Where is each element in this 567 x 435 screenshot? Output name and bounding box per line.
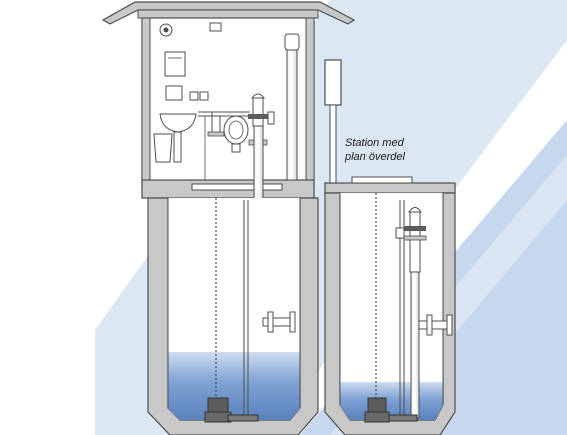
- control-cabinet: [164, 51, 186, 77]
- station-caption: Station med plan överdel: [345, 136, 485, 164]
- right-well: [324, 192, 456, 435]
- right-outlet-flange: [418, 314, 453, 336]
- ventilation-pipe: [284, 33, 300, 181]
- left-pump: [204, 397, 259, 423]
- right-well-water: [340, 382, 443, 420]
- right-pressure-pipe: [410, 271, 420, 419]
- left-well: [147, 197, 319, 435]
- left-well-water: [168, 352, 300, 420]
- washbasin: [159, 111, 250, 163]
- station-caption-line-2: plan överdel: [345, 151, 405, 163]
- small-window-icon: [209, 22, 222, 32]
- station-caption-line-1: Station med: [345, 137, 404, 149]
- toilet: [223, 115, 249, 153]
- right-station: [324, 59, 456, 435]
- left-guide-rails: [243, 200, 249, 416]
- left-outlet-flange: [262, 311, 296, 333]
- wall-clock-icon: [159, 23, 173, 37]
- building-floor-slab: [141, 179, 315, 199]
- waste-bin: [153, 133, 173, 163]
- right-pump: [364, 397, 418, 423]
- mirror-and-shelf: [165, 85, 209, 101]
- left-station: [101, 1, 356, 435]
